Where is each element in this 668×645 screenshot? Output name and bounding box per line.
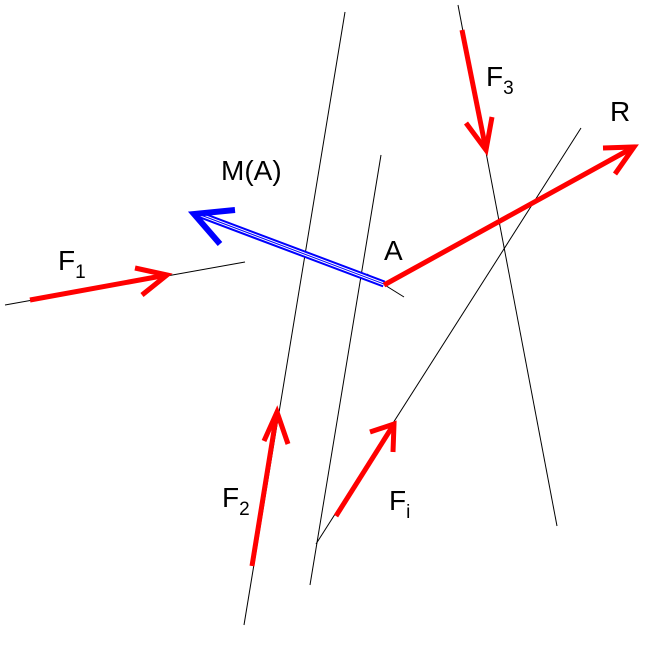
label-f3: F3 [486,61,514,99]
label-fi: Fi [389,485,410,523]
label-f3-sub: 3 [503,78,514,99]
force-f2 [249,405,291,567]
force-f3-arrowhead [463,116,495,157]
moment-vector [187,207,386,288]
force-fi [333,420,397,518]
label-fi-sub: i [406,502,410,523]
force-f1-arrowhead [134,265,173,297]
label-moment: M(A) [221,155,282,186]
resultant-r [382,144,639,288]
resultant-r-arrowhead [602,144,639,176]
lines-of-action [4,4,582,626]
force-f3 [459,29,495,157]
label-f2-main: F [222,482,239,513]
resultant-r-shaft [382,144,636,288]
label-f1-main: F [58,245,75,276]
label-f1-sub: 1 [75,262,86,283]
label-f3-main: F [486,61,503,92]
force-f3-shaft [459,29,489,151]
force-vectors [29,29,639,567]
label-point-a: A [384,235,403,266]
force-f1-shaft [29,272,168,303]
label-f1: F1 [58,245,86,283]
line-of-action-middle [309,154,382,586]
moment-shaft-center [197,213,385,285]
label-resultant: R [610,96,630,127]
force-f2-shaft [249,411,280,567]
labels: F1 F2 F3 Fi R A M(A) [58,61,630,523]
force-f1 [29,265,173,303]
force-f2-arrowhead [261,405,291,445]
label-f2-sub: 2 [239,499,250,520]
label-fi-main: F [389,485,406,516]
moment-arrowhead [187,207,236,246]
label-f2: F2 [222,482,250,520]
force-fi-shaft [333,422,397,518]
force-fi-arrowhead [369,420,397,453]
